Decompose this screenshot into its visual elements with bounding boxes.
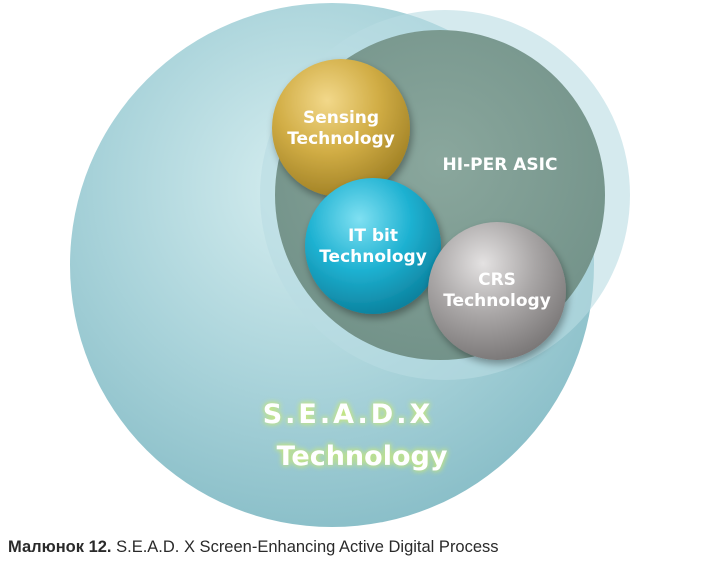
asic-label: HI-PER ASIC	[443, 155, 558, 175]
itbit-label-line2: Technology	[319, 247, 427, 267]
itbit-label-line1: IT bit	[348, 226, 398, 246]
itbit-sphere	[305, 178, 441, 314]
crs-label-line2: Technology	[443, 291, 551, 311]
seadx-label-line1: S.E.A.D.X	[263, 399, 434, 430]
sensing-sphere	[272, 59, 410, 197]
figure-caption: Малюнок 12. S.E.A.D. X Screen-Enhancing …	[8, 538, 698, 557]
sensing-label-line2: Technology	[287, 129, 395, 149]
caption-text: S.E.A.D. X Screen-Enhancing Active Digit…	[111, 538, 499, 556]
caption-lead: Малюнок 12.	[8, 538, 112, 556]
seadx-label-line2: Technology	[277, 441, 448, 472]
sensing-label-line1: Sensing	[303, 108, 379, 128]
crs-sphere	[428, 222, 566, 360]
seadx-diagram: HI-PER ASIC Sensing Technology IT bit Te…	[70, 3, 630, 527]
crs-label-line1: CRS	[478, 270, 516, 290]
